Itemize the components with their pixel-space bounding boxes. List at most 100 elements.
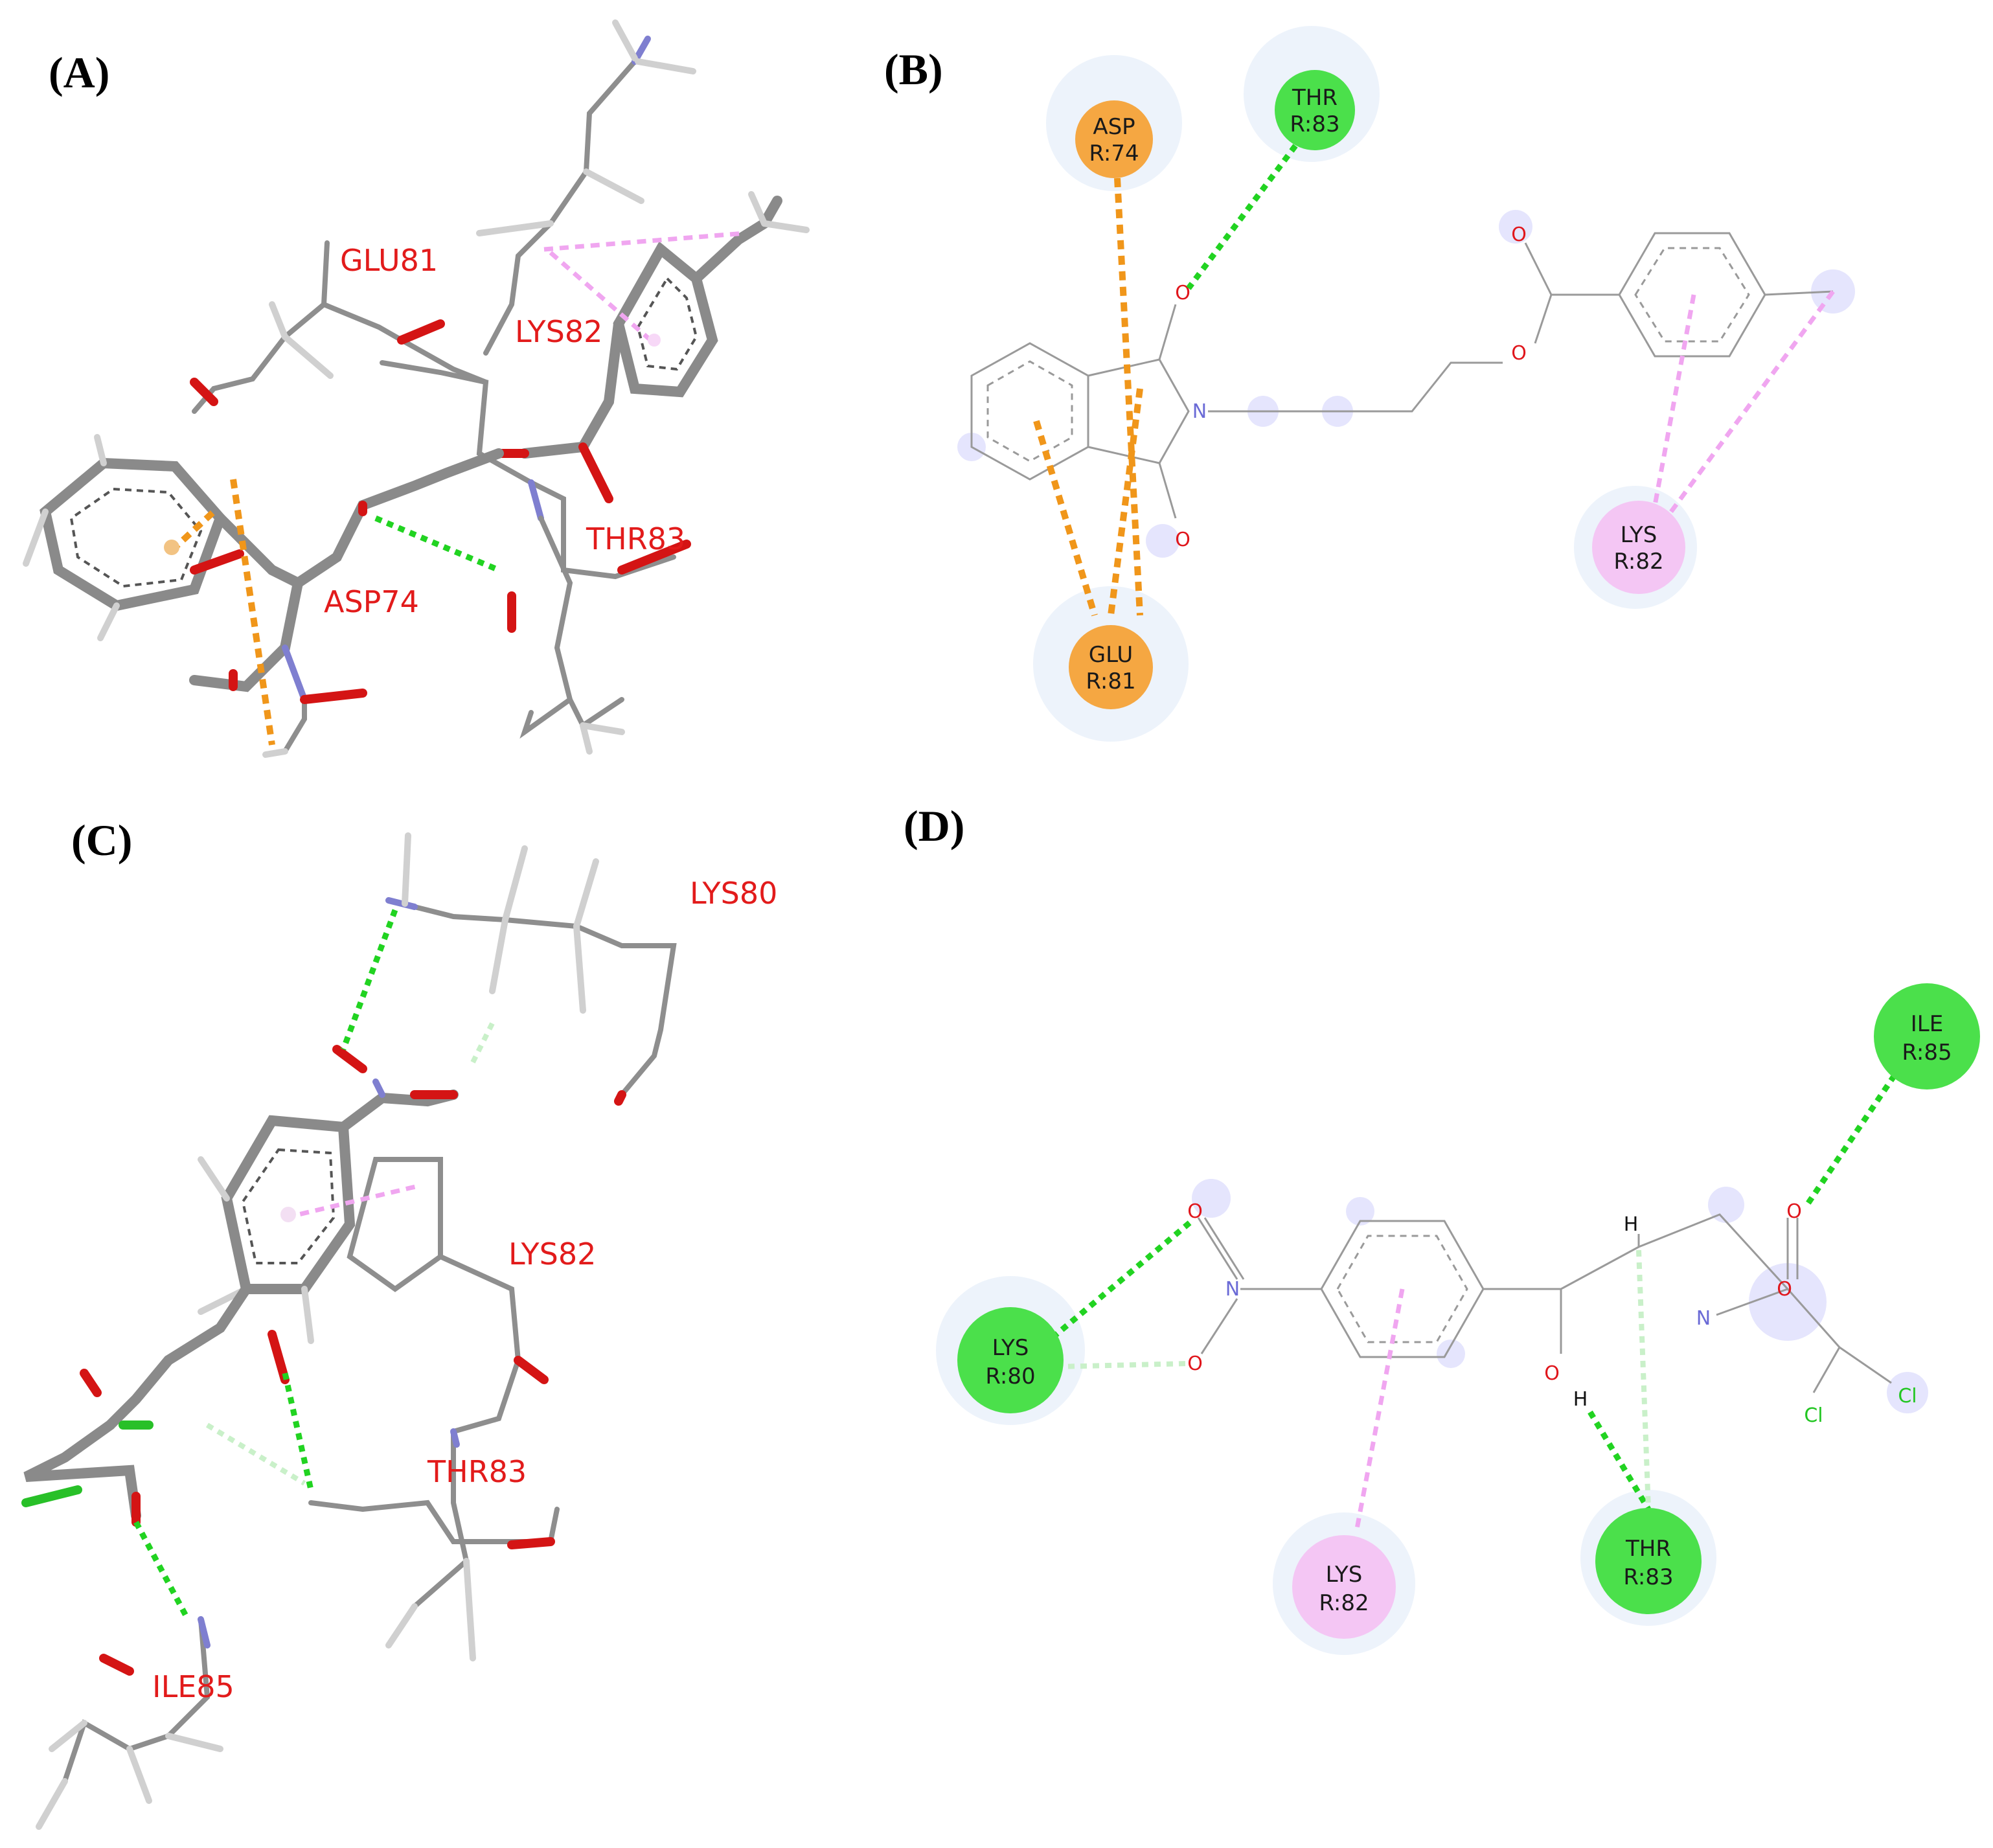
b-residue-glu81: GLU R:81 xyxy=(1069,625,1153,709)
asp74-o xyxy=(300,689,367,704)
residue-disc xyxy=(1595,1508,1702,1614)
panel-a-molecule xyxy=(23,19,810,758)
h-bond-stick xyxy=(580,722,593,755)
d-atom-o1: O xyxy=(1187,1200,1203,1223)
toluoyl-methyl xyxy=(691,196,782,284)
residue-number: R:82 xyxy=(1319,1590,1369,1616)
atom-halo xyxy=(1499,210,1532,244)
panel-d: (D) O N O O H H N O O Cl Cl xyxy=(904,801,1980,1655)
residue-disc xyxy=(1069,625,1153,709)
panel-c-residue-ile85: ILE85 xyxy=(152,1669,234,1704)
h-bond-stick xyxy=(476,220,554,236)
atom-halo xyxy=(1192,1179,1231,1218)
b-ester-co xyxy=(1524,242,1553,295)
d-atom-o4: O xyxy=(1786,1200,1802,1223)
d-atom-n2: N xyxy=(1696,1307,1711,1330)
h-bond-stick xyxy=(489,917,508,994)
d-atom-o5: O xyxy=(1777,1278,1792,1301)
lys82-o xyxy=(514,1356,549,1384)
d-residue-thr83: THR R:83 xyxy=(1595,1508,1702,1614)
d-atom-h1: H xyxy=(1573,1388,1588,1411)
panel-b-label: (B) xyxy=(884,45,943,94)
panel-a-residue-asp74: ASP74 xyxy=(324,584,419,619)
d-weak-thr83 xyxy=(1636,1249,1651,1510)
panel-a: (A) xyxy=(23,19,810,758)
h-bond-stick xyxy=(36,1778,68,1830)
residue-name: GLU xyxy=(1089,642,1133,668)
d-hbond-ile85 xyxy=(1805,1073,1897,1207)
residue-name: LYS xyxy=(992,1335,1029,1361)
d-cl-bond xyxy=(1839,1346,1892,1384)
residue-disc xyxy=(1874,983,1980,1089)
panel-a-hbond xyxy=(374,515,500,573)
panel-c-residue-thr83: THR83 xyxy=(427,1454,527,1489)
residue-disc xyxy=(1275,70,1355,150)
h-bond-stick xyxy=(282,334,334,379)
d-side-chain xyxy=(1483,1213,1790,1316)
thr83-chain xyxy=(538,516,624,729)
b-carbonyl-top xyxy=(1158,304,1177,360)
h-bond-stick xyxy=(748,191,768,227)
hydroxyl-o xyxy=(268,1330,290,1384)
d-residue-lys80: LYS R:80 xyxy=(957,1307,1064,1413)
d-nitro-o1 xyxy=(1197,1217,1238,1280)
b-atom-n: N xyxy=(1192,400,1207,423)
b-pi-anion-glu81b xyxy=(1108,388,1143,616)
d-residue-lys82: LYS R:82 xyxy=(1292,1535,1396,1639)
panel-c-label: (C) xyxy=(71,816,132,865)
backbone-n xyxy=(528,479,544,521)
b-atom-o1: O xyxy=(1175,282,1190,304)
atom-halo xyxy=(1887,1372,1928,1413)
residue-number: R:83 xyxy=(1290,111,1339,137)
panel-d-label: (D) xyxy=(904,801,964,850)
residue-number: R:80 xyxy=(985,1363,1035,1389)
residue-number: R:74 xyxy=(1089,141,1139,166)
panel-c-residue-lys82: LYS82 xyxy=(508,1237,596,1272)
atom-halo xyxy=(1708,1187,1744,1223)
panel-c-hbond-thr83 xyxy=(282,1373,314,1490)
residue-name: ASP xyxy=(1093,114,1135,140)
glu81-o xyxy=(397,319,445,345)
aromatic-dash xyxy=(69,487,203,588)
oxazolidine-o xyxy=(80,1369,102,1397)
panel-a-label: (A) xyxy=(49,48,109,97)
ile85-chain xyxy=(62,1617,211,1784)
b-methyl xyxy=(1764,290,1834,296)
h-bond-stick xyxy=(165,1733,223,1752)
d-atom-n1: N xyxy=(1225,1278,1240,1301)
nitro-o1 xyxy=(332,1045,367,1073)
ligand-phthalimide-ring xyxy=(40,457,227,611)
ring-centroid xyxy=(280,1207,296,1222)
asp74-n xyxy=(282,645,308,703)
b-residue-thr83: THR R:83 xyxy=(1275,70,1355,150)
h-bond-stick xyxy=(612,19,638,62)
h-bond-stick xyxy=(126,1746,152,1804)
residue-name: THR xyxy=(1292,85,1338,111)
panel-a-pi-alkyl xyxy=(543,231,746,252)
d-atom-cl1: Cl xyxy=(1804,1404,1823,1427)
b-atom-o3: O xyxy=(1511,342,1527,365)
b-benzo-ring xyxy=(970,342,1089,481)
d-atom-cl2: Cl xyxy=(1898,1385,1917,1408)
d-hbond-lys80 xyxy=(1051,1218,1194,1340)
residue-disc xyxy=(1075,100,1153,178)
panel-a-residue-lys82: LYS82 xyxy=(515,314,602,349)
panel-a-pi-anion xyxy=(230,479,275,746)
h-bond-stick xyxy=(262,748,288,758)
h-bond-stick xyxy=(502,845,528,923)
b-pi-anion-asp74 xyxy=(1114,177,1143,616)
atom-halo xyxy=(1749,1263,1827,1341)
h-bond-stick xyxy=(761,220,810,233)
thr83-n xyxy=(450,1428,460,1448)
d-pi-alkyl-lys82 xyxy=(1354,1288,1405,1529)
ring-centroid xyxy=(648,334,661,347)
panel-c-hbond-ile85 xyxy=(133,1520,190,1621)
d-residue-ile85: ILE R:85 xyxy=(1874,983,1980,1089)
h-bond-stick xyxy=(97,602,120,641)
d-atom-o3: O xyxy=(1544,1362,1560,1385)
b-ester xyxy=(1534,293,1619,344)
aromatic-dash xyxy=(241,1148,336,1264)
b-pi-anion-glu81 xyxy=(1033,420,1098,617)
h-bond-stick xyxy=(49,1720,87,1752)
